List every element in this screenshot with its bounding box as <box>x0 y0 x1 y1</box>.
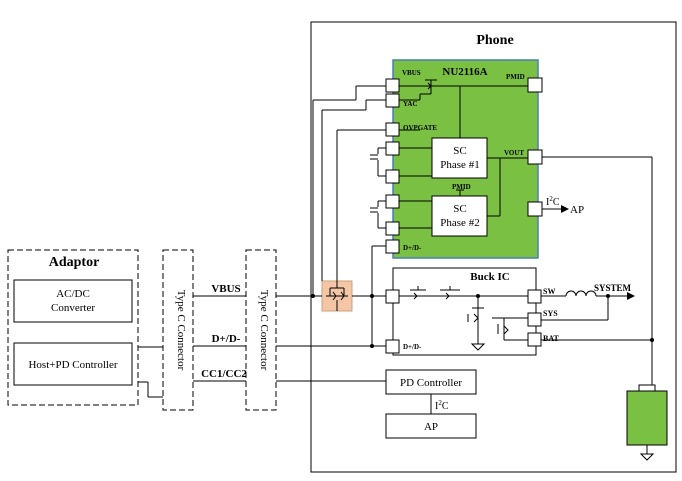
battery-icon <box>626 390 668 446</box>
pin-vac-label: YAC <box>403 100 418 108</box>
pin-ovpgate-label: OVPGATE <box>403 124 437 132</box>
ground-icon <box>639 453 655 461</box>
pin-pmid-top-label: PMID <box>506 73 525 81</box>
signal-cc-label: CC1/CC2 <box>201 368 247 380</box>
pin-vac <box>385 93 400 108</box>
acdc-line2: Converter <box>51 302 95 314</box>
ap-i2c-label: I2C <box>435 399 449 412</box>
sc2-line1: SC <box>453 203 466 215</box>
type-c-connector-left <box>162 249 194 411</box>
phone-title: Phone <box>476 33 513 48</box>
pin-sw-label: SW <box>543 287 555 296</box>
pd-controller-label: PD Controller <box>400 377 462 389</box>
sc1-line2: Phase #1 <box>440 159 479 171</box>
pin-vout-label: VOUT <box>504 149 524 157</box>
pin-bat <box>527 332 542 347</box>
ground-icon <box>470 343 486 351</box>
acdc-line1: AC/DC <box>56 288 90 300</box>
pin-vbus <box>385 78 400 93</box>
pin-vbus-label: VBUS <box>402 69 421 77</box>
adaptor-frame <box>7 249 139 406</box>
pin-ovpgate <box>385 122 400 137</box>
ap-box-label: AP <box>424 421 438 433</box>
phone-frame <box>310 21 677 473</box>
pin-i2c <box>527 201 543 217</box>
mosfet-icon <box>326 284 348 306</box>
pin-sys-label: SYS <box>543 309 558 318</box>
pin-bat-label: BAT <box>543 334 560 343</box>
mosfet-icon <box>432 286 468 300</box>
pin-sys <box>527 312 542 327</box>
system-label: SYSTEM <box>594 283 632 293</box>
capacitor-icon <box>370 200 386 229</box>
i2c-label: I2C <box>546 195 560 208</box>
pin-pmid-top <box>527 77 543 93</box>
buck-dpdm-label: D+/D- <box>403 343 422 351</box>
pin-sw <box>527 289 542 304</box>
type-c-right-label: Type C Connector <box>258 290 270 371</box>
inductor-icon <box>565 290 597 297</box>
buck-ic-box <box>392 267 537 356</box>
ap-out-label: AP <box>570 204 584 216</box>
pin-dpdm <box>385 239 400 254</box>
nu2116a-title: NU2116A <box>442 66 487 78</box>
pin-dpdm-label: D+/D- <box>403 244 422 252</box>
sc-phase-1-box <box>431 137 488 179</box>
sc1-line1: SC <box>453 145 466 157</box>
host-pd-label: Host+PD Controller <box>28 359 117 371</box>
type-c-left-label: Type C Connector <box>175 290 187 371</box>
pin-vout <box>527 149 543 165</box>
mosfet-icon <box>420 79 442 95</box>
capacitor-icon <box>370 147 386 177</box>
acdc-converter-box <box>13 279 133 323</box>
mosfet-icon <box>405 286 432 300</box>
sc-phase-2-box <box>431 195 488 237</box>
adaptor-title: Adaptor <box>49 255 100 270</box>
signal-vbus-label: VBUS <box>211 283 240 295</box>
sc2-line2: Phase #2 <box>440 217 479 229</box>
type-c-connector-right <box>245 249 277 411</box>
mosfet-icon <box>492 317 528 341</box>
signal-dpdm-label: D+/D- <box>212 333 241 345</box>
mosfet-icon <box>467 307 484 326</box>
host-pd-controller-box <box>13 342 133 386</box>
pin-pmid-mid-label: PMID <box>452 183 471 191</box>
pd-controller-box <box>385 369 477 395</box>
buck-title: Buck IC <box>470 271 509 283</box>
ap-box <box>385 413 477 439</box>
